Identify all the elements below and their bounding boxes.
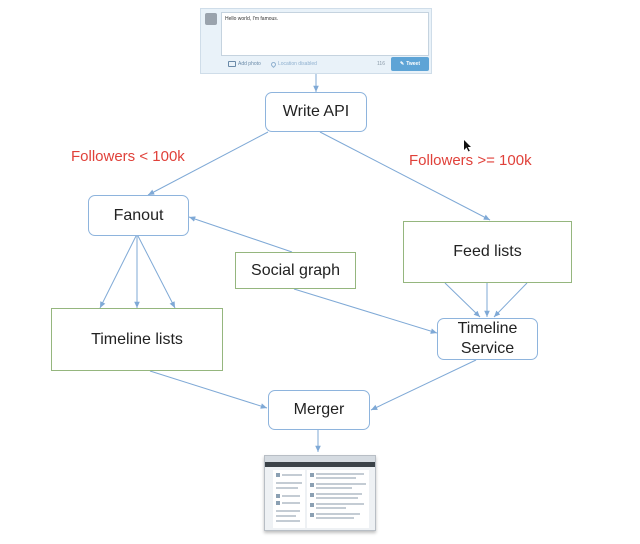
social-graph-node: Social graph bbox=[235, 252, 356, 289]
timeline-screenshot bbox=[264, 455, 376, 531]
followers-low-label: Followers < 100k bbox=[71, 148, 185, 165]
feed-lists-node: Feed lists bbox=[403, 221, 572, 283]
tweet-button[interactable]: ✎ Tweet bbox=[391, 57, 429, 71]
edge-feed-lists-to-timeline-service-right bbox=[493, 282, 528, 318]
feed-lists-label: Feed lists bbox=[453, 243, 522, 260]
merger-label: Merger bbox=[293, 401, 345, 418]
followers-high-label: Followers >= 100k bbox=[409, 152, 532, 169]
location-button[interactable]: Location disabled bbox=[269, 60, 317, 68]
timeline-service-label: Timeline Service bbox=[457, 320, 518, 357]
edge-social-graph-to-timeline-service bbox=[293, 288, 438, 334]
edge-timeline-service-to-merger bbox=[370, 359, 477, 411]
fanout-label: Fanout bbox=[113, 206, 164, 224]
compose-icon: ✎ bbox=[399, 61, 405, 67]
location-pin-icon bbox=[269, 60, 278, 68]
tweet-compose-box: Hello world, I'm famous. Add photo Locat… bbox=[200, 8, 432, 74]
add-photo-label: Add photo bbox=[238, 61, 261, 67]
merger-node: Merger bbox=[268, 390, 370, 430]
write-api-node: Write API bbox=[265, 92, 367, 132]
browser-topbar bbox=[265, 462, 375, 467]
edge-social-graph-to-fanout bbox=[188, 216, 293, 253]
char-count: 116 bbox=[377, 61, 385, 67]
avatar bbox=[205, 13, 217, 25]
edge-fanout-to-timeline-lists-left bbox=[99, 235, 137, 309]
browser-chrome bbox=[265, 456, 375, 462]
edge-fanout-to-timeline-lists-right bbox=[137, 235, 176, 309]
add-photo-button[interactable]: Add photo bbox=[228, 61, 261, 67]
write-api-label: Write API bbox=[282, 103, 350, 120]
edge-feed-lists-to-timeline-service-left bbox=[444, 282, 481, 318]
edge-timeline-lists-to-merger bbox=[149, 370, 268, 409]
timeline-service-node: Timeline Service bbox=[437, 318, 538, 360]
edge-write-api-to-feed-lists bbox=[319, 131, 491, 221]
timeline-lists-label: Timeline lists bbox=[91, 330, 183, 348]
location-label: Location disabled bbox=[278, 61, 317, 67]
mouse-cursor-icon bbox=[464, 140, 471, 152]
feed-panel bbox=[307, 470, 369, 528]
tweet-input[interactable]: Hello world, I'm famous. bbox=[221, 12, 429, 56]
camera-icon bbox=[228, 61, 236, 67]
edge-write-api-to-fanout bbox=[147, 131, 269, 196]
social-graph-label: Social graph bbox=[251, 261, 340, 279]
profile-panel bbox=[273, 470, 305, 528]
fanout-node: Fanout bbox=[88, 195, 189, 236]
timeline-lists-node: Timeline lists bbox=[51, 308, 223, 371]
tweet-button-label: Tweet bbox=[406, 61, 420, 67]
